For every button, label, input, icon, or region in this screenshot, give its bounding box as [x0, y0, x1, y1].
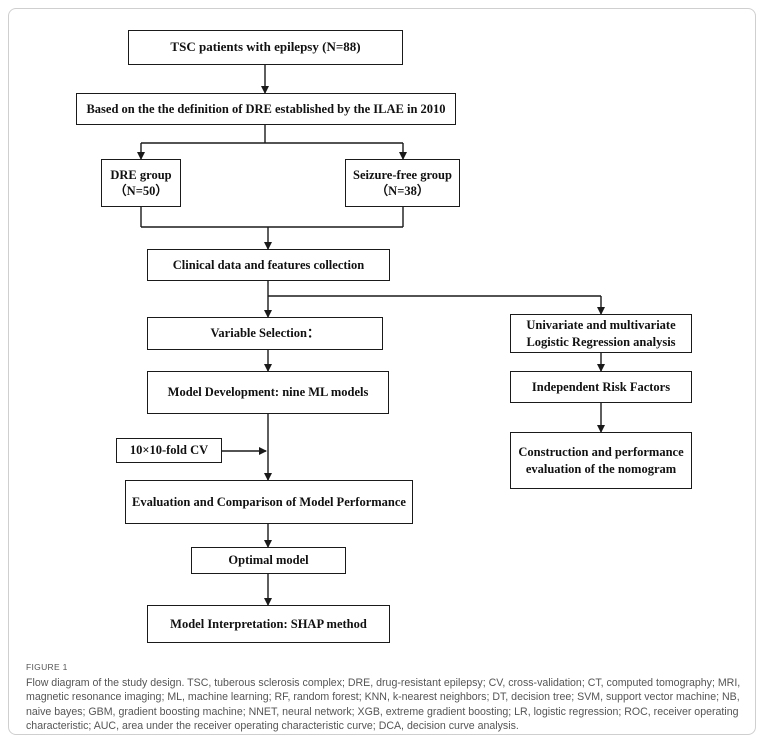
evaluation-label: Evaluation and Comparison of Model Perfo…	[132, 494, 406, 509]
cv-box: 10×10-fold CV	[116, 438, 222, 463]
cv-label: 10×10-fold CV	[129, 443, 209, 458]
figure-caption: FIGURE 1 Flow diagram of the study desig…	[26, 660, 742, 734]
risk-factors-box: Independent Risk Factors	[510, 371, 692, 403]
logistic-line-2: Logistic Regression analysis	[526, 334, 676, 349]
interpretation-box: Model Interpretation: SHAP method	[147, 605, 390, 643]
model-development-label: Model Development: nine ML models	[167, 385, 369, 400]
logistic-line-1: Univariate and multivariate	[526, 318, 676, 333]
clinical-data-box: Clinical data and features collection	[147, 249, 390, 281]
figure-label: FIGURE 1	[26, 662, 68, 672]
nomogram-box: Construction and performance evaluation …	[510, 432, 692, 489]
seizure-free-count: （N=38）	[375, 184, 430, 198]
tsc-patients-label: TSC patients with epilepsy (N=88)	[170, 39, 361, 55]
clinical-data-label: Clinical data and features collection	[172, 257, 365, 272]
tsc-patients-box: TSC patients with epilepsy (N=88)	[128, 30, 403, 65]
nomogram-line-1: Construction and performance	[518, 445, 684, 460]
dre-group-title: DRE group	[110, 167, 172, 182]
interpretation-label: Model Interpretation: SHAP method	[170, 616, 367, 631]
risk-factors-label: Independent Risk Factors	[531, 379, 671, 394]
optimal-model-box: Optimal model	[191, 547, 346, 574]
variable-selection-box: Variable Selection：	[147, 317, 383, 350]
dre-definition-box: Based on the the definition of DRE estab…	[76, 93, 456, 125]
model-development-box: Model Development: nine ML models	[147, 371, 389, 414]
seizure-free-title: Seizure-free group	[353, 167, 452, 182]
caption-text: Flow diagram of the study design. TSC, t…	[26, 676, 741, 733]
dre-definition-label: Based on the the definition of DRE estab…	[86, 101, 446, 116]
evaluation-box: Evaluation and Comparison of Model Perfo…	[125, 480, 413, 524]
dre-group-box: DRE group （N=50）	[101, 159, 181, 207]
optimal-model-label: Optimal model	[228, 553, 309, 568]
dre-group-count: （N=50）	[114, 184, 168, 198]
nomogram-line-2: evaluation of the nomogram	[525, 461, 677, 476]
logistic-regression-box: Univariate and multivariate Logistic Reg…	[510, 314, 692, 353]
seizure-free-box: Seizure-free group （N=38）	[345, 159, 460, 207]
variable-selection-label: Variable Selection：	[210, 326, 320, 341]
